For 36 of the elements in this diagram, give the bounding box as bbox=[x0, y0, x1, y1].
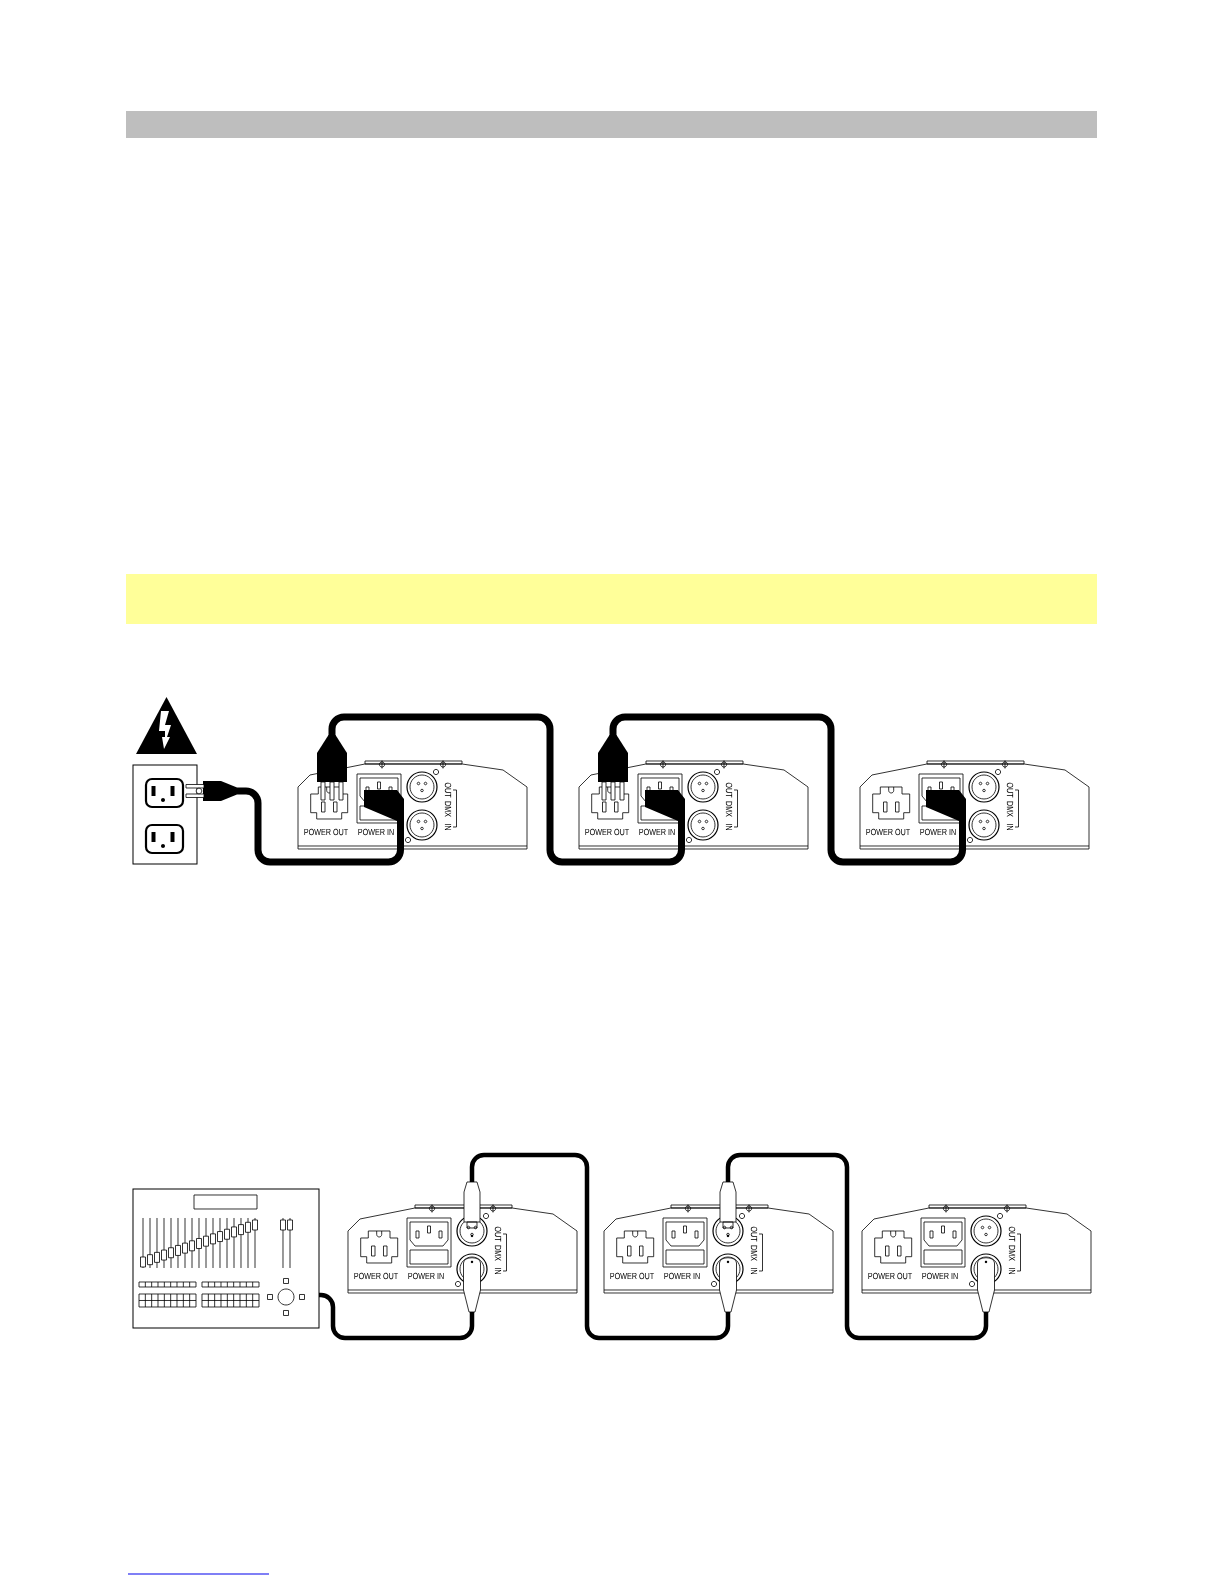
port-label: OUT bbox=[494, 1226, 502, 1242]
port-label: POWER IN bbox=[358, 828, 394, 836]
lighting-controller bbox=[132, 1188, 320, 1329]
port-label: OUT bbox=[725, 782, 733, 798]
port-label: IN bbox=[725, 824, 733, 830]
port-label: IN bbox=[1006, 824, 1014, 830]
port-label: IN bbox=[444, 824, 452, 830]
port-label: DMX bbox=[750, 1245, 758, 1261]
port-label: OUT bbox=[444, 782, 452, 798]
cable bbox=[725, 1152, 989, 1341]
port-label: POWER OUT bbox=[866, 828, 911, 836]
header-bar bbox=[126, 111, 1097, 138]
port-label: OUT bbox=[1006, 782, 1014, 798]
port-label: DMX bbox=[444, 801, 452, 817]
port-label: IN bbox=[750, 1268, 758, 1274]
port-label: POWER OUT bbox=[868, 1272, 913, 1280]
cable bbox=[469, 1152, 731, 1341]
cable bbox=[318, 1292, 475, 1341]
port-label: IN bbox=[1008, 1268, 1016, 1274]
port-label: POWER OUT bbox=[585, 828, 630, 836]
port-label: DMX bbox=[1008, 1245, 1016, 1261]
port-label: POWER IN bbox=[920, 828, 956, 836]
port-label: POWER IN bbox=[922, 1272, 958, 1280]
port-label: DMX bbox=[725, 801, 733, 817]
port-label: POWER IN bbox=[664, 1272, 700, 1280]
port-label: POWER OUT bbox=[304, 828, 349, 836]
port-label: IN bbox=[494, 1268, 502, 1274]
port-label: DMX bbox=[494, 1245, 502, 1261]
port-label: DMX bbox=[1006, 801, 1014, 817]
port-label: POWER IN bbox=[408, 1272, 444, 1280]
port-label: POWER OUT bbox=[354, 1272, 399, 1280]
note-bar bbox=[126, 574, 1097, 624]
port-label: OUT bbox=[1008, 1226, 1016, 1242]
port-label: POWER OUT bbox=[610, 1272, 655, 1280]
port-label: POWER IN bbox=[639, 828, 675, 836]
port-label: OUT bbox=[750, 1226, 758, 1242]
